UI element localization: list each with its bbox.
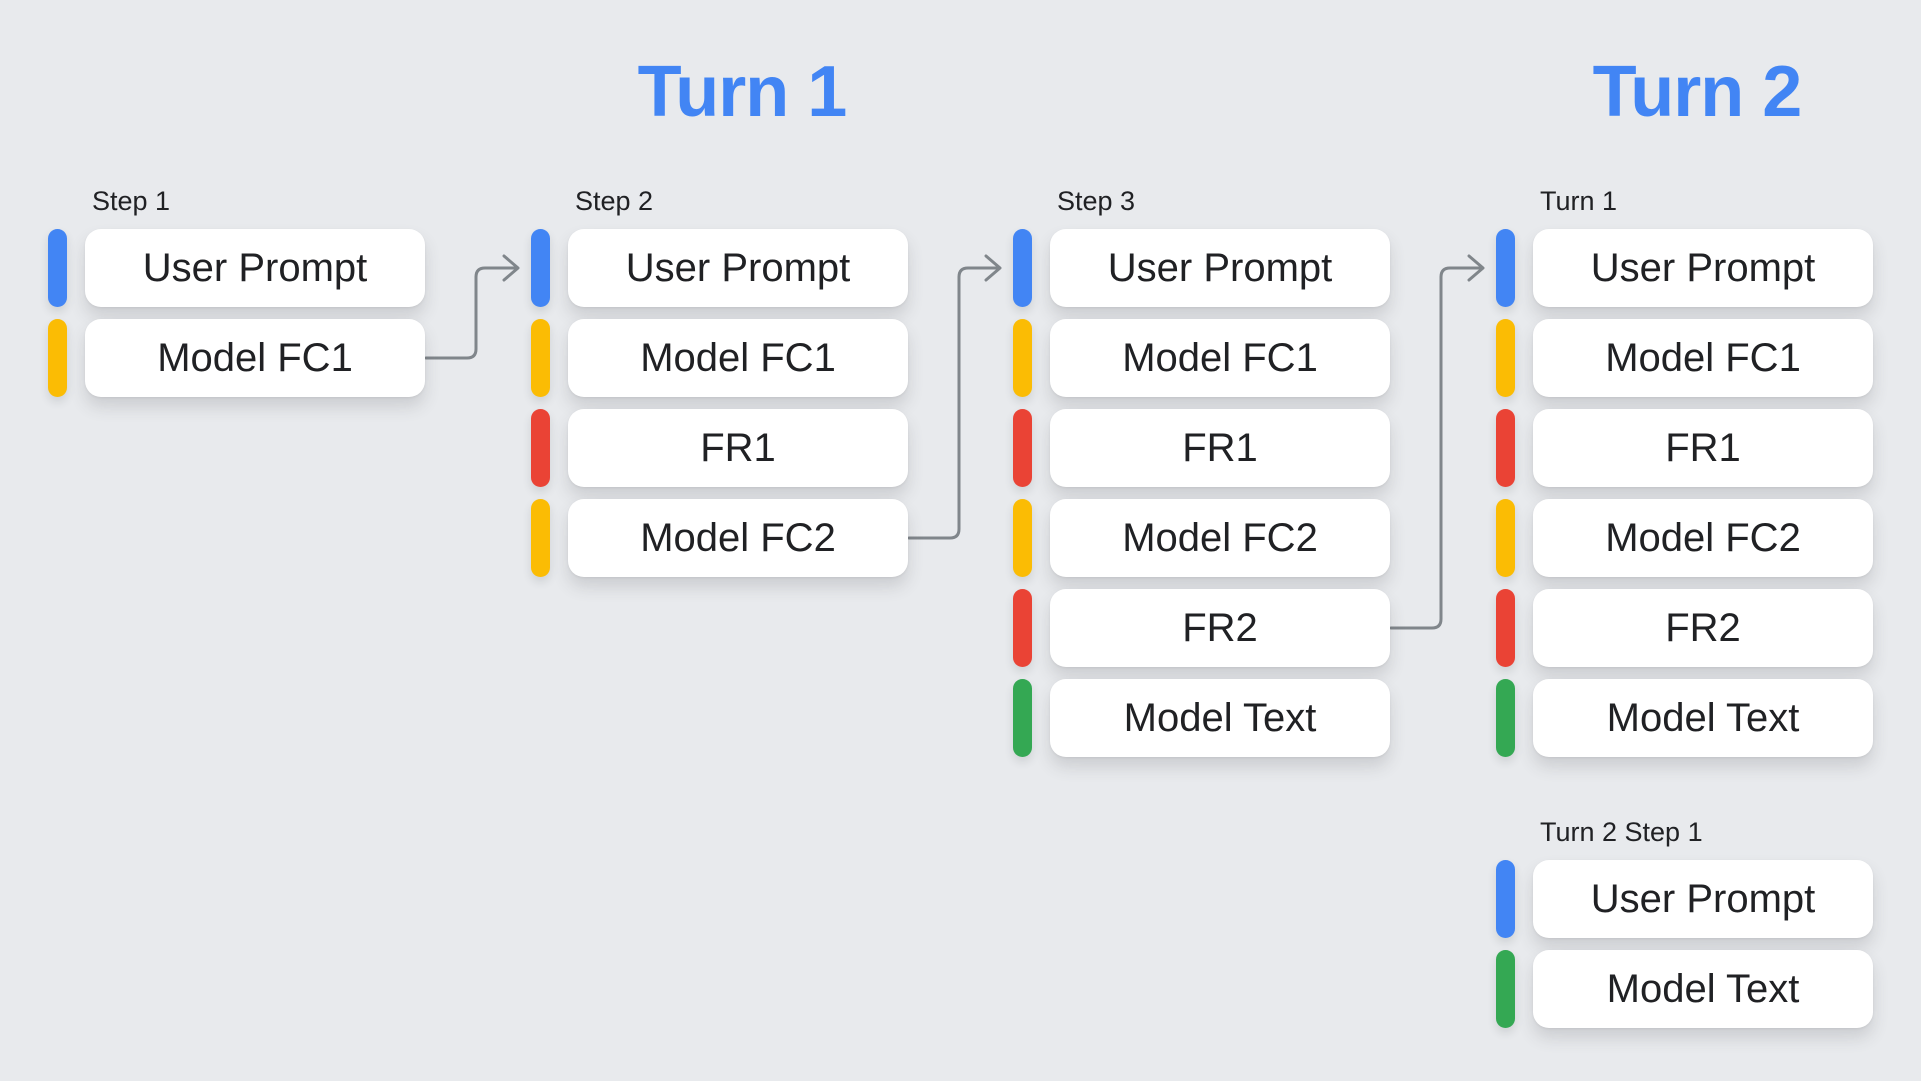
box-model-fc2: Model FC2: [1050, 499, 1390, 577]
column-label: Turn 1: [1540, 186, 1618, 216]
turn-2-heading: Turn 2: [1592, 52, 1803, 132]
arrow-connector: [502, 254, 520, 282]
box-user-prompt: User Prompt: [1533, 229, 1873, 307]
box-fr1: FR1: [568, 409, 908, 487]
yellow-role-bar: [1013, 499, 1032, 577]
yellow-role-bar: [1496, 499, 1515, 577]
red-role-bar: [1013, 589, 1032, 667]
box-user-prompt: User Prompt: [85, 229, 425, 307]
box-model-text: Model Text: [1533, 950, 1873, 1028]
turn-1-heading: Turn 1: [637, 52, 848, 132]
green-role-bar: [1496, 950, 1515, 1028]
box-model-fc2: Model FC2: [1533, 499, 1873, 577]
arrow-connector: [424, 266, 519, 360]
box-model-text: Model Text: [1050, 679, 1390, 757]
column-label: Turn 2 Step 1: [1540, 817, 1703, 847]
box-fr1: FR1: [1050, 409, 1390, 487]
column-label: Step 2: [575, 186, 654, 216]
box-model-text: Model Text: [1533, 679, 1873, 757]
red-role-bar: [1013, 409, 1032, 487]
box-fr1: FR1: [1533, 409, 1873, 487]
box-model-fc1: Model FC1: [1050, 319, 1390, 397]
green-role-bar: [1496, 679, 1515, 757]
arrow-connector: [907, 266, 1001, 540]
yellow-role-bar: [1496, 319, 1515, 397]
yellow-role-bar: [48, 319, 67, 397]
box-model-fc1: Model FC1: [1533, 319, 1873, 397]
blue-role-bar: [531, 229, 550, 307]
box-user-prompt: User Prompt: [1533, 860, 1873, 938]
box-fr2: FR2: [1533, 589, 1873, 667]
box-user-prompt: User Prompt: [568, 229, 908, 307]
red-role-bar: [1496, 589, 1515, 667]
green-role-bar: [1013, 679, 1032, 757]
blue-role-bar: [1496, 860, 1515, 938]
column-label: Step 1: [92, 186, 171, 216]
box-model-fc1: Model FC1: [568, 319, 908, 397]
arrow-connector: [1389, 266, 1484, 630]
red-role-bar: [1496, 409, 1515, 487]
blue-role-bar: [48, 229, 67, 307]
box-fr2: FR2: [1050, 589, 1390, 667]
yellow-role-bar: [531, 319, 550, 397]
box-model-fc2: Model FC2: [568, 499, 908, 577]
arrow-connector: [1467, 254, 1485, 282]
red-role-bar: [531, 409, 550, 487]
blue-role-bar: [1496, 229, 1515, 307]
box-model-fc1: Model FC1: [85, 319, 425, 397]
yellow-role-bar: [1013, 319, 1032, 397]
blue-role-bar: [1013, 229, 1032, 307]
box-user-prompt: User Prompt: [1050, 229, 1390, 307]
yellow-role-bar: [531, 499, 550, 577]
arrow-connector: [984, 254, 1002, 282]
column-label: Step 3: [1057, 186, 1136, 216]
